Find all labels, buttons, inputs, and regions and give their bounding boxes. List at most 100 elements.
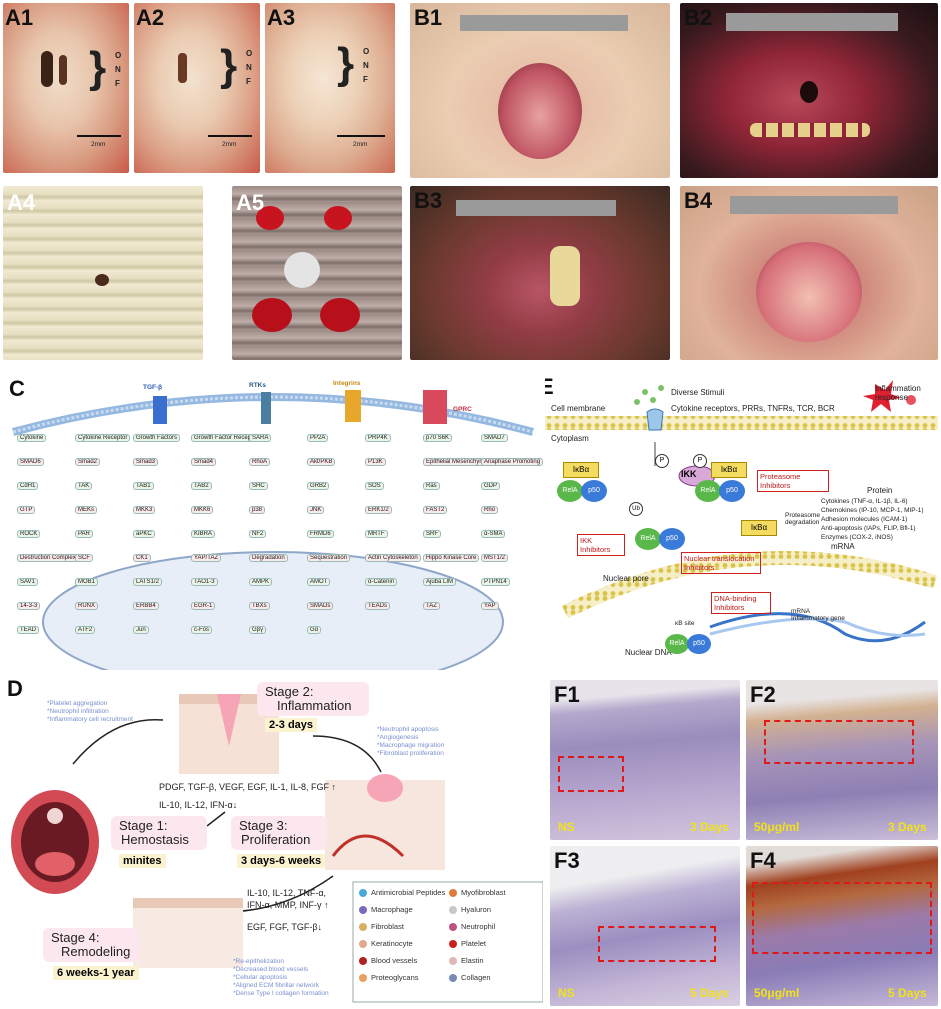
pathway-node: ATF2	[75, 626, 96, 634]
legend-swatch	[449, 889, 457, 898]
panel-a1: A1 } O N F 2mm	[3, 3, 129, 173]
legend-item: Fibroblast	[359, 922, 404, 932]
region-of-interest-box	[558, 756, 624, 792]
pathway-node: AMOT	[307, 578, 331, 586]
pathway-node: CdH1	[17, 482, 39, 490]
panel-label: F1	[554, 682, 580, 707]
rela-subunit: RelA	[635, 528, 661, 550]
p50-subunit: p50	[719, 480, 745, 502]
panel-f2: F2 50μg/ml 3 Days	[746, 680, 938, 840]
stage1-title: Stage 1:	[119, 818, 168, 833]
pathway-node: Smad4	[191, 458, 217, 466]
pathway-node: 14-3-3	[17, 602, 41, 610]
panel-f4: F4 50μg/ml 5 Days	[746, 846, 938, 1006]
pathway-node: MOB1	[75, 578, 99, 586]
pathway-node: RUNX	[75, 602, 99, 610]
pathway-node: GTP	[17, 506, 36, 514]
pathway-node: GRB2	[307, 482, 330, 490]
pathway-node: Sequestration	[307, 554, 351, 562]
wound-site	[256, 206, 284, 230]
stage4-box	[43, 928, 139, 962]
legend-item: Platelet	[449, 939, 486, 949]
panel-label: A4	[7, 190, 36, 215]
pathway-node: PRP4K	[365, 434, 391, 442]
rat-palate-photo	[3, 3, 129, 173]
phospho-p: P	[655, 454, 669, 468]
panel-label: C	[9, 376, 25, 401]
onf-letter: O	[115, 51, 122, 60]
protein-label: Protein	[867, 486, 893, 495]
pathway-node: AMPK	[249, 578, 273, 586]
pathway-node: Destruction Complex	[17, 554, 79, 562]
rat-palate-photo	[265, 3, 395, 173]
pathway-node: α-Catenin	[365, 578, 398, 586]
pathway-node: Actin Cytoskeleton	[365, 554, 421, 562]
rela-subunit: RelA	[695, 480, 721, 502]
membrane-disc	[284, 252, 320, 288]
legend-swatch	[359, 974, 367, 983]
pathway-node: SMADs	[307, 602, 334, 610]
nuclear-dna-label: Nuclear DNA	[625, 648, 672, 657]
legend-label: Neutrophil	[461, 922, 496, 931]
pathway-node: YAP/TAZ	[191, 554, 222, 562]
scale-bar	[337, 135, 385, 137]
pathway-node: TEADs	[365, 602, 391, 610]
brace: }	[220, 41, 238, 90]
pathway-node: YAP	[481, 602, 499, 610]
pathway-node: MKK3	[133, 506, 156, 514]
scale-label: 2mm	[222, 141, 237, 148]
pathway-node: Epithelial Mesenchymal Transdifferentiat…	[423, 458, 485, 466]
stage-note: *Neutrophil apoptosis	[377, 726, 439, 733]
pathway-node: TAB2	[191, 482, 212, 490]
proteasome-degradation-label: Proteasome degradation	[785, 512, 821, 526]
panel-e: E Diverse Stimuli Cytokine receptors, PR…	[545, 372, 938, 670]
panel-label: A3	[267, 5, 296, 30]
pathway-node: SARA	[249, 434, 272, 442]
stage1-box	[111, 816, 207, 850]
legend-label: Keratinocyte	[371, 939, 413, 948]
pathway-node: TAK	[75, 482, 93, 490]
legend-label: Hyaluron	[461, 905, 492, 914]
panel-label: B2	[684, 5, 713, 30]
panel-label: E	[545, 374, 554, 399]
legend-swatch	[359, 906, 367, 915]
palatal-fistula	[800, 81, 818, 103]
mrna-label: mRNA	[831, 542, 855, 551]
pathway-node: TAB1	[133, 482, 154, 490]
treatment-label: 50μg/ml	[754, 820, 800, 834]
timepoint-label: 5 Days	[690, 986, 729, 1000]
pathway-node: TAZ	[423, 602, 440, 610]
pathway-node: Smad3	[133, 458, 159, 466]
factors-down-1: IL-10, IL-12, IFN-α↓	[159, 800, 238, 810]
stage-note: *Decreased blood vessels	[233, 966, 309, 973]
palate-opening	[178, 53, 187, 83]
nuclear-translocation-inhibitors-box: Nuclear translocation Inhibitors	[681, 552, 761, 574]
treatment-label: NS	[558, 820, 575, 834]
wound-site	[324, 206, 352, 230]
legend-label: Antimicrobial Peptides	[371, 888, 446, 897]
pathway-node: LATS1/2	[133, 578, 162, 586]
pathway-node: Degradation	[249, 554, 288, 562]
legend-item: Collagen	[449, 973, 491, 983]
legend-item: Keratinocyte	[359, 939, 413, 949]
region-of-interest-box	[598, 926, 716, 962]
scale-bar	[208, 135, 252, 137]
histology-image	[746, 846, 938, 1006]
timepoint-label: 3 Days	[690, 820, 729, 834]
pathway-node: TEAD	[17, 626, 40, 634]
factors-up-2: IL-10, IL-12, TNF-α,	[247, 888, 327, 898]
pathway-node: Growth Factor Receptor	[191, 434, 253, 442]
region-of-interest-box	[764, 720, 914, 764]
panel-a4: A4	[3, 186, 203, 360]
inflammation-response-label: Inflammation response	[875, 384, 921, 402]
privacy-bar	[460, 15, 628, 31]
scale-label: 2mm	[91, 141, 106, 148]
teeth	[750, 123, 870, 137]
treatment-label: NS	[558, 986, 575, 1000]
pathway-node: SMAD6	[17, 458, 44, 466]
onf-letter: O	[363, 47, 370, 56]
pathway-node: SMAD7	[481, 434, 508, 442]
protein-list-item: Cytokines (TNF-α, IL-1β, IL-6)	[821, 498, 908, 505]
ikk-label: IKK	[681, 469, 697, 479]
